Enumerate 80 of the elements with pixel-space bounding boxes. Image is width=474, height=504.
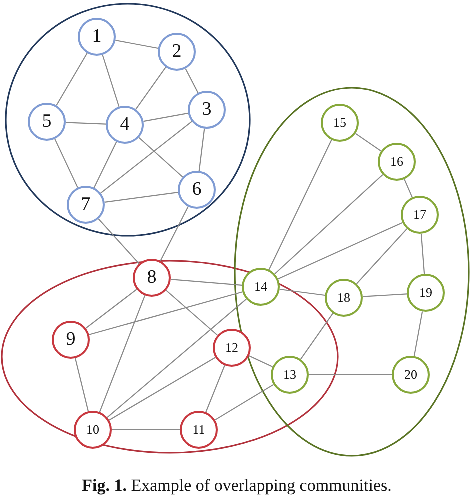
connector-line xyxy=(309,374,392,376)
connector-line xyxy=(56,53,88,106)
connector-line xyxy=(54,138,78,188)
node-circle xyxy=(133,259,171,297)
connector-line xyxy=(86,289,138,329)
node-circle xyxy=(78,18,116,56)
connector-line xyxy=(136,67,166,110)
connector-line xyxy=(160,206,189,262)
node-number: 17 xyxy=(414,207,426,223)
node-circle xyxy=(321,104,359,142)
node-circle xyxy=(407,274,445,312)
connector-line xyxy=(249,356,273,368)
connector-line xyxy=(355,133,382,152)
node-number: 12 xyxy=(226,340,238,356)
connector-line xyxy=(362,294,408,298)
connector-line xyxy=(94,142,118,188)
node-number: 3 xyxy=(202,99,212,121)
node-number: 11 xyxy=(192,422,206,438)
node-circle xyxy=(188,91,226,129)
connector-line xyxy=(356,228,408,284)
connector-line xyxy=(278,222,403,280)
connector-line xyxy=(102,54,120,108)
node-circle xyxy=(325,279,363,317)
connector-line xyxy=(420,234,426,274)
node-circle xyxy=(28,103,66,141)
connector-line xyxy=(300,313,334,360)
node-circle xyxy=(392,356,430,394)
connector-line xyxy=(185,68,199,94)
connector-line xyxy=(414,312,424,356)
node-number: 4 xyxy=(120,114,130,136)
node-circle xyxy=(378,143,416,181)
node-circle xyxy=(52,321,90,359)
node-number: 13 xyxy=(284,367,296,383)
connector-line xyxy=(138,137,184,178)
connector-line xyxy=(170,279,242,286)
node-circle xyxy=(106,106,144,144)
connector-line xyxy=(98,218,140,264)
connector-line xyxy=(116,40,158,50)
connector-line xyxy=(206,365,226,413)
connector-line xyxy=(166,290,218,336)
node-number: 18 xyxy=(338,290,350,306)
node-circle xyxy=(67,186,105,224)
node-number: 5 xyxy=(42,111,52,133)
node-circle xyxy=(74,411,112,449)
node-number: 15 xyxy=(334,115,346,131)
node-circle xyxy=(242,268,280,306)
node-number: 8 xyxy=(147,267,157,289)
connector-line xyxy=(144,112,188,122)
connector-line xyxy=(104,192,178,203)
node-circle xyxy=(213,329,251,367)
node-number: 19 xyxy=(420,285,432,301)
connector-line xyxy=(99,296,146,412)
node-number: 7 xyxy=(81,194,91,216)
connector-line xyxy=(107,298,247,418)
node-number: 10 xyxy=(86,422,100,438)
node-circle xyxy=(271,356,309,394)
node-number: 20 xyxy=(404,367,418,383)
connector-line xyxy=(214,384,274,421)
node-number: 2 xyxy=(172,41,182,63)
connector-line xyxy=(198,128,206,172)
connector-line xyxy=(268,140,332,270)
figure-caption: Fig. 1. Example of overlapping communities. xyxy=(81,476,393,496)
node-number: 6 xyxy=(192,179,202,201)
connector-line xyxy=(404,179,413,198)
node-number: 14 xyxy=(254,279,268,295)
connector-line xyxy=(109,357,216,421)
connector-line xyxy=(89,292,243,336)
connector-line xyxy=(274,174,384,275)
connector-line xyxy=(74,358,90,412)
connector-line xyxy=(280,288,326,296)
node-number: 9 xyxy=(66,329,76,351)
connector-line xyxy=(66,122,106,125)
connector-line xyxy=(112,429,180,431)
connector-line xyxy=(100,121,192,194)
node-number: 16 xyxy=(390,154,404,170)
node-circle xyxy=(158,33,196,71)
node-circle xyxy=(401,196,439,234)
node-circle xyxy=(178,171,216,209)
node-number: 1 xyxy=(92,26,102,48)
node-circle xyxy=(180,411,218,449)
